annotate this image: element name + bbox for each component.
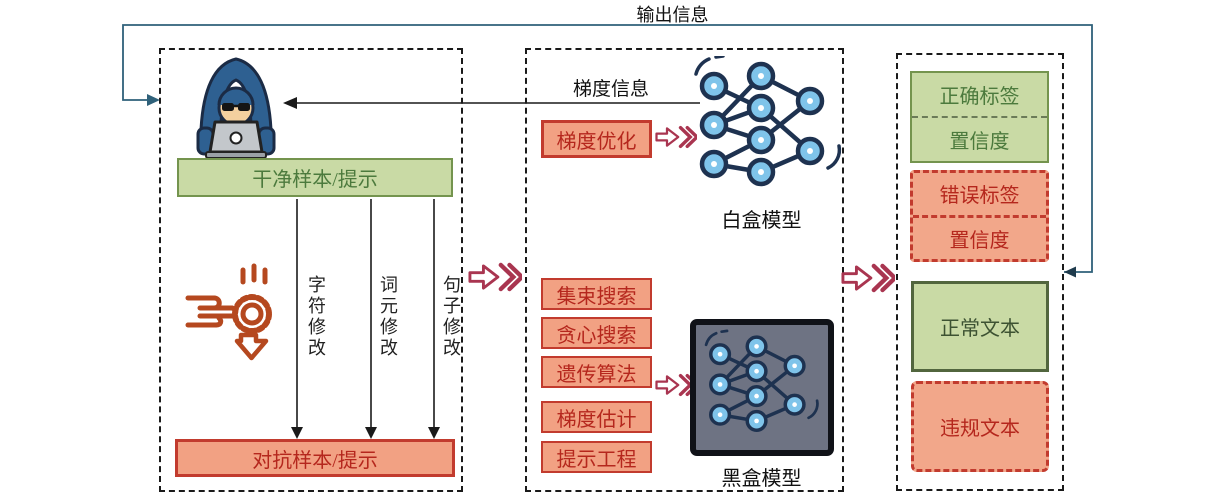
method-box-beam-search: 集束搜索 [541, 278, 652, 310]
violation-text-box: 违规文本 [911, 381, 1049, 472]
gradient-opt-box: 梯度优化 [541, 120, 652, 158]
adversarial-sample-label: 对抗样本/提示 [252, 449, 378, 472]
correct-label-confidence-box: 正确标签 置信度 [910, 71, 1049, 163]
method-box-greedy-search: 贪心搜索 [541, 317, 652, 349]
sentence-mod-arrowhead [428, 427, 440, 439]
method-label: 贪心搜索 [556, 324, 637, 347]
whitebox-network-icon [692, 56, 844, 198]
sentence-modification-label: 句子修改 [441, 275, 461, 359]
gradient-opt-label: 梯度优化 [556, 130, 637, 153]
wrong-label: 错误标签 [913, 173, 1046, 218]
wrong-label-confidence-box: 错误标签 置信度 [910, 170, 1049, 262]
token-mod-arrowhead [365, 427, 377, 439]
feedback-arrowhead-right [1064, 266, 1076, 278]
hacker-icon [196, 57, 276, 159]
method-box-gradient-estimation: 梯度估计 [541, 401, 652, 433]
normal-text-box: 正常文本 [911, 281, 1049, 372]
correct-label: 正确标签 [912, 73, 1047, 118]
violation-text-label: 违规文本 [940, 418, 1020, 440]
char-mod-arrowhead [291, 427, 303, 439]
char-modification-label: 字符修改 [306, 275, 326, 359]
blackbox-model-label: 黑盒模型 [721, 468, 802, 490]
clean-sample-box: 干净样本/提示 [177, 158, 453, 197]
triple-chevron-arrow-icon [655, 124, 697, 150]
attack-methods-panel [525, 48, 844, 492]
output-info-title: 输出信息 [636, 5, 709, 25]
gradient-info-label: 梯度信息 [572, 79, 649, 100]
method-box-prompt-engineering: 提示工程 [541, 441, 652, 473]
wrong-confidence-label: 置信度 [949, 229, 1010, 252]
adversarial-sample-box: 对抗样本/提示 [175, 439, 455, 477]
method-label: 梯度估计 [556, 408, 637, 431]
whitebox-model-label: 白盒模型 [721, 210, 802, 232]
correct-confidence-label: 置信度 [949, 131, 1010, 153]
token-modification-label: 词元修改 [378, 275, 398, 359]
method-label: 提示工程 [556, 448, 637, 471]
feedback-arrowhead-left [147, 94, 160, 106]
gradient-info-arrowhead [283, 97, 297, 109]
triple-chevron-arrow-icon [468, 261, 522, 293]
triple-chevron-arrow-icon [841, 262, 895, 294]
method-label: 遗传算法 [556, 363, 637, 386]
normal-text-label: 正常文本 [940, 318, 1020, 340]
attacker-panel [159, 48, 463, 492]
blackbox-network-icon [690, 319, 834, 456]
hand-gear-icon [185, 263, 272, 361]
feedback-line [122, 24, 1093, 273]
output-panel [896, 53, 1064, 491]
clean-sample-label: 干净样本/提示 [252, 169, 378, 191]
method-box-genetic-algorithm: 遗传算法 [541, 356, 652, 388]
method-label: 集束搜索 [556, 285, 637, 308]
